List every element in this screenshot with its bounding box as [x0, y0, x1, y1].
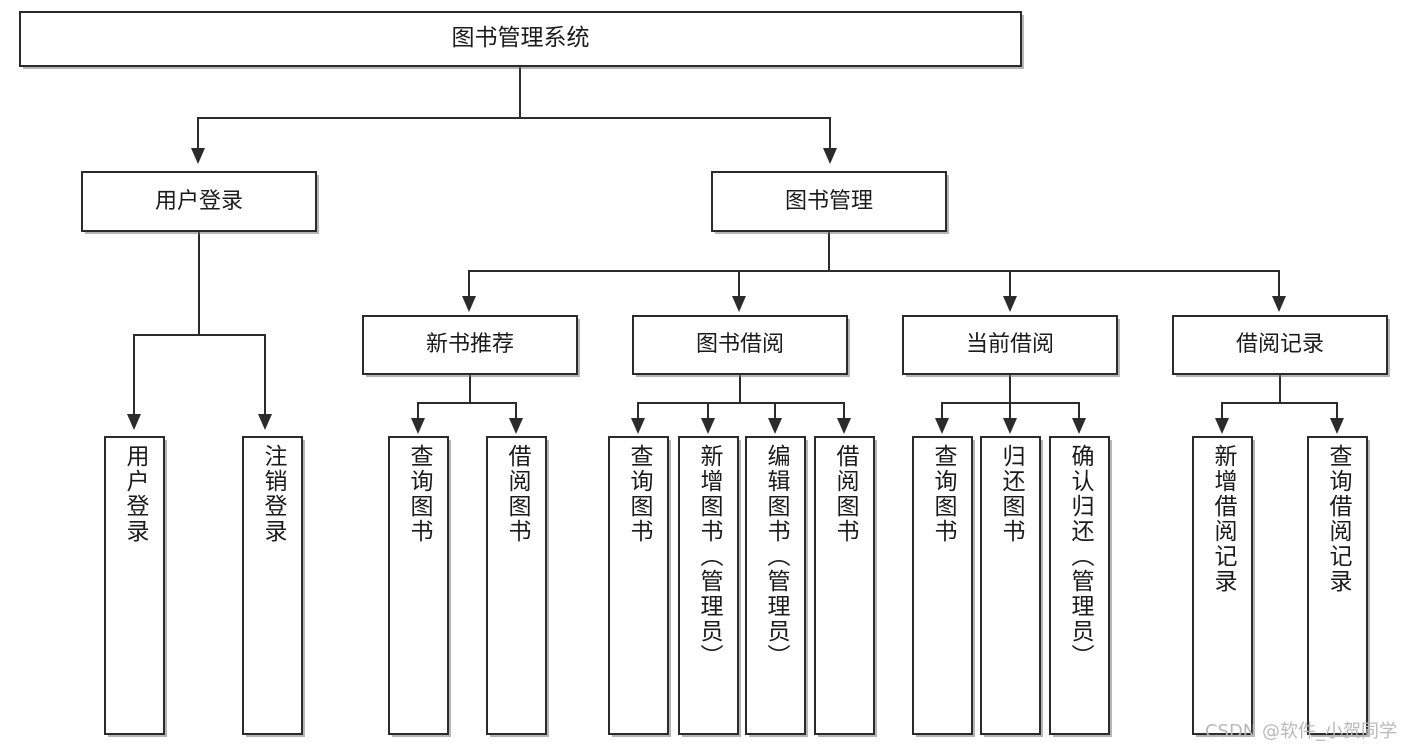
connector-book-manage-to-new-book [468, 270, 470, 298]
connector-current-borrow-stem [1009, 375, 1011, 403]
arrowhead-new-book-to-query [411, 418, 425, 434]
connector-root-stem [519, 67, 521, 118]
node-user-login[interactable]: 用户登录 [81, 171, 317, 232]
node-label: 查询图书 [930, 444, 956, 544]
arrowhead-new-book-to-borrow [509, 418, 523, 434]
node-label: 新增借阅记录 [1210, 444, 1236, 594]
node-label: 用户登录 [122, 444, 148, 544]
node-leaf-add-book[interactable]: 新增图书（管理员） [678, 436, 739, 735]
node-label: 图书管理 [784, 188, 873, 214]
connector-book-borrow-to-edit [774, 402, 776, 420]
connector-book-manage-stem [828, 232, 830, 271]
connector-user-login-to-leaf-2 [264, 334, 266, 416]
arrowhead-root-to-book-manage [823, 148, 837, 164]
node-label: 用户登录 [154, 188, 243, 214]
node-leaf-query-book-1[interactable]: 查询图书 [388, 436, 449, 735]
node-label: 借阅图书 [832, 444, 858, 544]
arrowhead-book-borrow-to-query [631, 418, 645, 434]
node-leaf-add-record[interactable]: 新增借阅记录 [1192, 436, 1253, 735]
node-book-borrow[interactable]: 图书借阅 [632, 315, 848, 375]
connector-borrow-record-stem [1279, 375, 1281, 403]
connector-root-bus [197, 117, 831, 119]
connector-book-manage-to-book-borrow [738, 270, 740, 298]
node-label: 注销登录 [260, 444, 286, 544]
arrowhead-book-borrow-to-add [701, 418, 715, 434]
arrowhead-borrow-record-to-add [1215, 418, 1229, 434]
connector-book-borrow-to-borrow [843, 402, 845, 420]
node-book-manage[interactable]: 图书管理 [711, 171, 947, 232]
connector-current-borrow-to-query [941, 402, 943, 420]
arrowhead-current-borrow-to-query [935, 418, 949, 434]
connector-book-borrow-bus [637, 402, 845, 404]
node-label: 新增图书（管理员） [696, 444, 722, 669]
connector-book-manage-bus [468, 270, 1280, 272]
node-leaf-query-record[interactable]: 查询借阅记录 [1307, 436, 1368, 735]
connector-new-book-stem [469, 375, 471, 403]
node-label: 新书推荐 [425, 332, 514, 358]
node-leaf-query-book-3[interactable]: 查询图书 [912, 436, 973, 735]
node-leaf-logout[interactable]: 注销登录 [242, 436, 303, 735]
connector-user-login-bus [133, 334, 266, 336]
arrowhead-user-login-to-leaf-1 [127, 414, 141, 430]
connector-new-book-to-borrow [515, 402, 517, 420]
arrowhead-book-borrow-to-edit [768, 418, 782, 434]
arrowhead-book-manage-to-new-book [462, 296, 476, 312]
node-label: 查询图书 [406, 444, 432, 544]
node-label: 图书管理系统 [451, 25, 590, 52]
node-leaf-user-login[interactable]: 用户登录 [104, 436, 165, 735]
node-leaf-query-book-2[interactable]: 查询图书 [608, 436, 669, 735]
connector-borrow-record-to-query [1336, 402, 1338, 420]
node-label: 借阅记录 [1235, 332, 1324, 358]
node-leaf-return-book[interactable]: 归还图书 [980, 436, 1041, 735]
node-leaf-borrow-book-2[interactable]: 借阅图书 [814, 436, 875, 735]
connector-new-book-bus [417, 402, 517, 404]
connector-current-borrow-to-return [1009, 402, 1011, 420]
connector-user-login-to-leaf-1 [133, 334, 135, 416]
node-label: 借阅图书 [504, 444, 530, 544]
node-current-borrow[interactable]: 当前借阅 [902, 315, 1118, 375]
arrowhead-current-borrow-to-return [1003, 418, 1017, 434]
arrowhead-book-manage-to-book-borrow [732, 296, 746, 312]
node-leaf-borrow-book-1[interactable]: 借阅图书 [486, 436, 547, 735]
connector-new-book-to-query [417, 402, 419, 420]
node-label: 查询借阅记录 [1325, 444, 1351, 594]
node-leaf-confirm-return[interactable]: 确认归还（管理员） [1049, 436, 1110, 735]
connector-borrow-record-to-add [1221, 402, 1223, 420]
arrowhead-book-borrow-to-borrow [837, 418, 851, 434]
node-label: 确认归还（管理员） [1067, 444, 1093, 669]
connector-current-borrow-to-confirm [1078, 402, 1080, 420]
node-label: 查询图书 [626, 444, 652, 544]
node-label: 编辑图书（管理员） [763, 444, 789, 669]
arrowhead-book-manage-to-current-borrow [1003, 296, 1017, 312]
node-new-book-recommend[interactable]: 新书推荐 [362, 315, 578, 375]
node-borrow-record[interactable]: 借阅记录 [1172, 315, 1388, 375]
connector-user-login-stem [198, 232, 200, 335]
arrowhead-borrow-record-to-query [1330, 418, 1344, 434]
arrowhead-user-login-to-leaf-2 [258, 414, 272, 430]
node-label: 图书借阅 [695, 332, 784, 358]
arrowhead-book-manage-to-borrow-record [1272, 296, 1286, 312]
node-root-book-management-system[interactable]: 图书管理系统 [19, 11, 1022, 67]
connector-book-borrow-stem [739, 375, 741, 403]
node-leaf-edit-book[interactable]: 编辑图书（管理员） [745, 436, 806, 735]
node-label: 归还图书 [998, 444, 1024, 544]
node-label: 当前借阅 [965, 332, 1054, 358]
connector-book-borrow-to-add [707, 402, 709, 420]
connector-borrow-record-bus [1221, 402, 1338, 404]
connector-book-borrow-to-query [637, 402, 639, 420]
connector-book-manage-to-current-borrow [1009, 270, 1011, 298]
csdn-watermark: CSDN @软件_小贺同学 [1204, 721, 1397, 742]
arrowhead-current-borrow-to-confirm [1072, 418, 1086, 434]
connector-root-to-book-manage [829, 117, 831, 150]
connector-root-to-user-login [197, 117, 199, 150]
arrowhead-root-to-user-login [191, 148, 205, 164]
connector-book-manage-to-borrow-record [1278, 270, 1280, 298]
